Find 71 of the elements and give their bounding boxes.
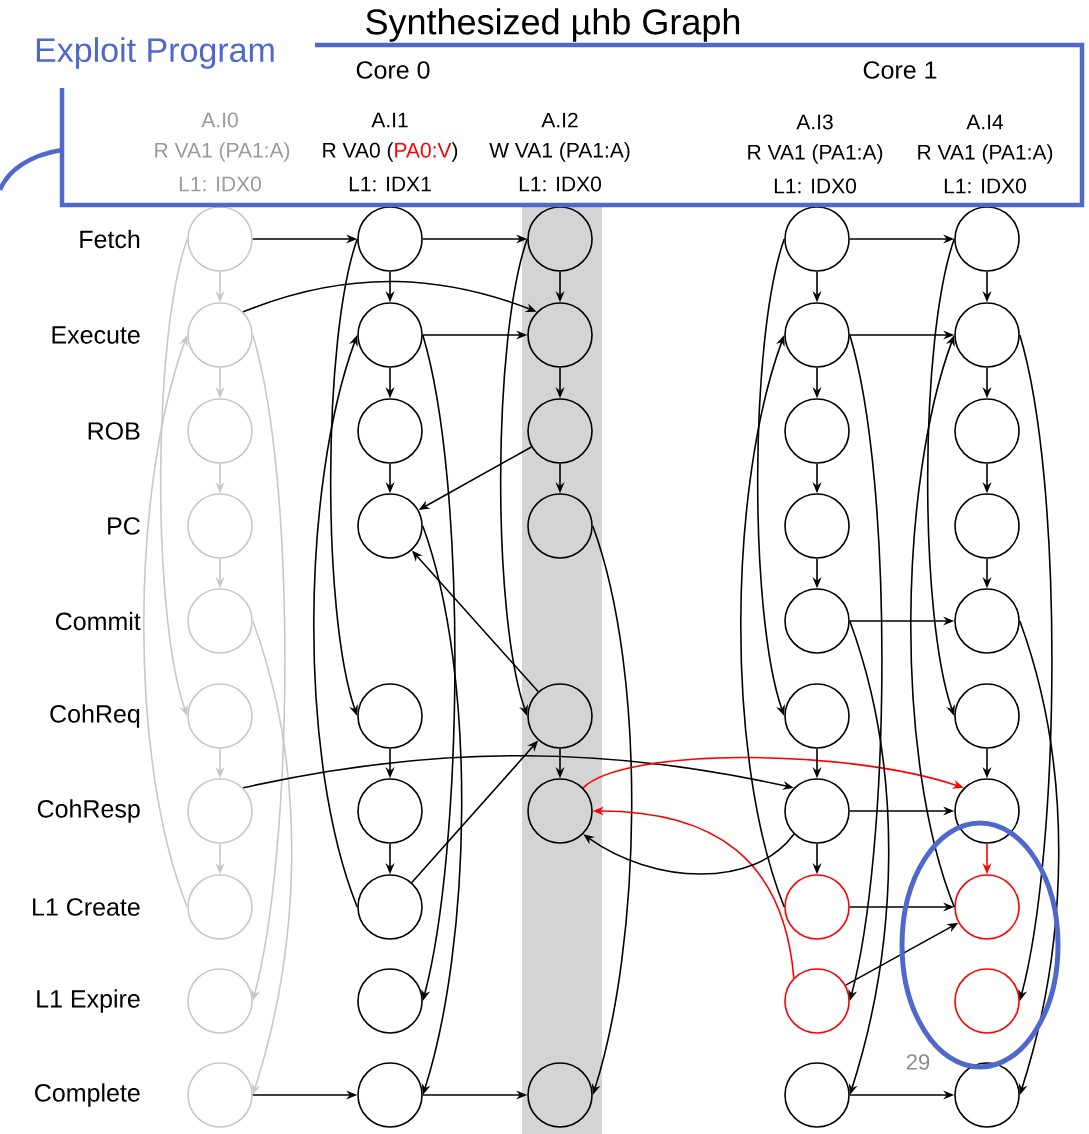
slide-number: 29 <box>906 1054 930 1070</box>
circle-node <box>954 398 1020 464</box>
circle-node <box>954 302 1020 368</box>
faded-circle <box>187 874 253 940</box>
circle-node <box>357 302 423 368</box>
circle-node <box>784 778 850 844</box>
faded-circle <box>187 1062 253 1128</box>
row-label: Fetch <box>80 229 140 249</box>
faded-circle <box>187 302 253 368</box>
shaded-circle <box>527 683 593 749</box>
faded-circle <box>187 206 253 272</box>
circle-node <box>784 398 850 464</box>
circle-node <box>784 206 850 272</box>
faded-circle <box>187 778 253 844</box>
core-label: Core 0 <box>356 61 430 79</box>
row-label: ROB <box>88 422 140 440</box>
row-label: L1 Expire <box>37 989 140 1013</box>
instruction-label: W VA1 (PA1:A) <box>489 142 630 162</box>
instruction-label: R VA0 (PA0:V) <box>323 142 458 162</box>
circle-node <box>784 874 850 940</box>
circle-node <box>357 968 423 1034</box>
instruction-label: R VA1 (PA1:A) <box>155 142 290 162</box>
callout-label: Exploit Program <box>36 37 274 69</box>
shaded-circle <box>527 398 593 464</box>
circle-node <box>784 302 850 368</box>
circle-node <box>357 683 423 749</box>
row-label: PC <box>108 517 140 535</box>
shaded-circle <box>527 1062 593 1128</box>
circle-node <box>784 968 850 1034</box>
shaded-circle <box>527 206 593 272</box>
instruction-label: A.I4 <box>966 114 1004 130</box>
row-label: Commit <box>55 611 141 631</box>
row-label: Execute <box>52 326 140 344</box>
circle-node <box>784 683 850 749</box>
circle-node <box>784 493 850 559</box>
circle-node <box>954 1062 1020 1128</box>
circle-node <box>954 683 1020 749</box>
circle-node <box>357 1062 423 1128</box>
circle-node <box>784 588 850 654</box>
circle-node <box>954 778 1020 844</box>
circle-node <box>954 493 1020 559</box>
circle-node <box>954 588 1020 654</box>
instruction-label: A.I2 <box>541 112 578 128</box>
row-label: CohResp <box>37 799 140 823</box>
circle-node <box>357 493 423 559</box>
instruction-label: A.I3 <box>796 114 833 130</box>
circle-node <box>784 1062 850 1128</box>
title: Synthesized µhb Graph <box>366 8 740 42</box>
circle-node <box>954 968 1020 1034</box>
faded-circle <box>187 588 253 654</box>
circle-node <box>357 398 423 464</box>
instruction-label: R VA1 (PA1:A) <box>748 144 883 164</box>
circle-node <box>357 778 423 844</box>
core-label: Core 1 <box>863 61 937 79</box>
shaded-circle <box>527 778 593 844</box>
shaded-circle <box>527 302 593 368</box>
circle-node <box>357 874 423 940</box>
circle-node <box>954 206 1020 272</box>
shaded-circle <box>527 493 593 559</box>
instruction-label: R VA1 (PA1:A) <box>918 144 1053 164</box>
faded-circle <box>187 398 253 464</box>
faded-circle <box>187 683 253 749</box>
circle-node <box>357 206 423 272</box>
row-label: L1 Create <box>33 898 140 916</box>
circle-node <box>954 874 1020 940</box>
instruction-label: A.I0 <box>201 112 238 128</box>
faded-circle <box>187 493 253 559</box>
row-label: CohReq <box>50 704 140 728</box>
faded-circle <box>187 968 253 1034</box>
row-label: Complete <box>35 1083 140 1107</box>
instruction-label: A.I1 <box>371 112 408 128</box>
